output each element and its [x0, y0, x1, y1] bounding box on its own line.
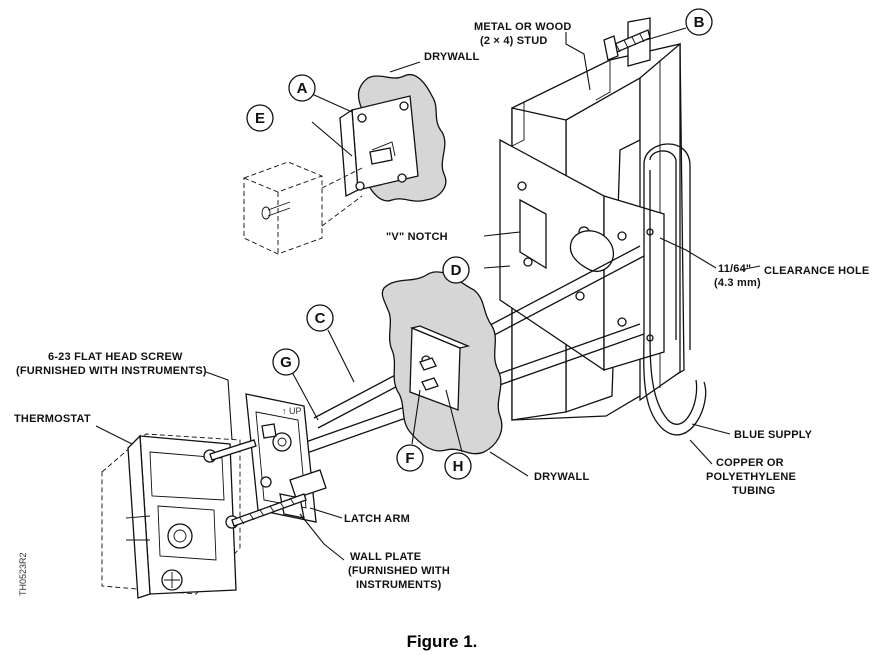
drawing-code: TH0523R2 [18, 552, 28, 596]
svg-text:E: E [255, 110, 265, 127]
label-wall-plate-2: (FURNISHED WITH [348, 565, 450, 577]
label-metal-stud: METAL OR WOOD [474, 21, 572, 33]
svg-text:F: F [405, 450, 414, 467]
label-blue-supply: BLUE SUPPLY [734, 429, 813, 441]
label-drywall-top: DRYWALL [424, 51, 479, 63]
label-screw-line2: (FURNISHED WITH INSTRUMENTS) [16, 365, 207, 377]
wall-plate: ↑ UP [245, 393, 327, 523]
label-latch-arm: LATCH ARM [344, 513, 410, 525]
figure-caption: Figure 1. [407, 632, 478, 651]
screws-f-h [419, 357, 439, 391]
label-tubing-1: COPPER OR [716, 457, 784, 469]
flat-head-screws [209, 439, 307, 527]
callout-b: B [685, 8, 713, 36]
callout-f: F [396, 444, 424, 472]
label-thermostat: THERMOSTAT [14, 413, 91, 425]
wood-screw-b [603, 29, 651, 61]
leader-lines [95, 27, 761, 561]
callout-g: G [272, 348, 300, 376]
label-wall-plate-3: INSTRUMENTS) [356, 579, 442, 591]
callout-e: E [246, 104, 274, 132]
label-wall-plate-1: WALL PLATE [350, 551, 421, 563]
label-drywall-bottom: DRYWALL [534, 471, 589, 483]
svg-text:H: H [453, 458, 464, 475]
callout-d: D [442, 256, 470, 284]
callout-h: H [444, 452, 472, 480]
svg-text:B: B [694, 14, 705, 31]
thermostat-unit [101, 433, 241, 599]
label-v-notch: "V" NOTCH [386, 231, 448, 243]
callout-c: C [306, 304, 334, 332]
label-stud-size: (2 × 4) STUD [480, 35, 548, 47]
tubing-loop [643, 143, 707, 436]
dashed-sensor-housing [243, 141, 396, 255]
svg-text:A: A [297, 80, 308, 97]
up-arrow-mark: ↑ UP [282, 406, 302, 416]
mounting-bracket [499, 138, 665, 372]
label-clearance-mm: (4.3 mm) [714, 277, 761, 289]
svg-text:C: C [315, 310, 326, 327]
label-screw-line1: 6-23 FLAT HEAD SCREW [48, 351, 183, 363]
label-clearance-hole: CLEARANCE HOLE [764, 265, 869, 277]
svg-text:D: D [451, 262, 462, 279]
label-tubing-3: TUBING [732, 485, 775, 497]
callout-a: A [288, 74, 316, 102]
label-tubing-2: POLYETHYLENE [706, 471, 796, 483]
lower-drywall-panel [381, 271, 503, 455]
svg-text:G: G [280, 354, 292, 371]
label-clearance-size: 11/64" [718, 263, 751, 275]
